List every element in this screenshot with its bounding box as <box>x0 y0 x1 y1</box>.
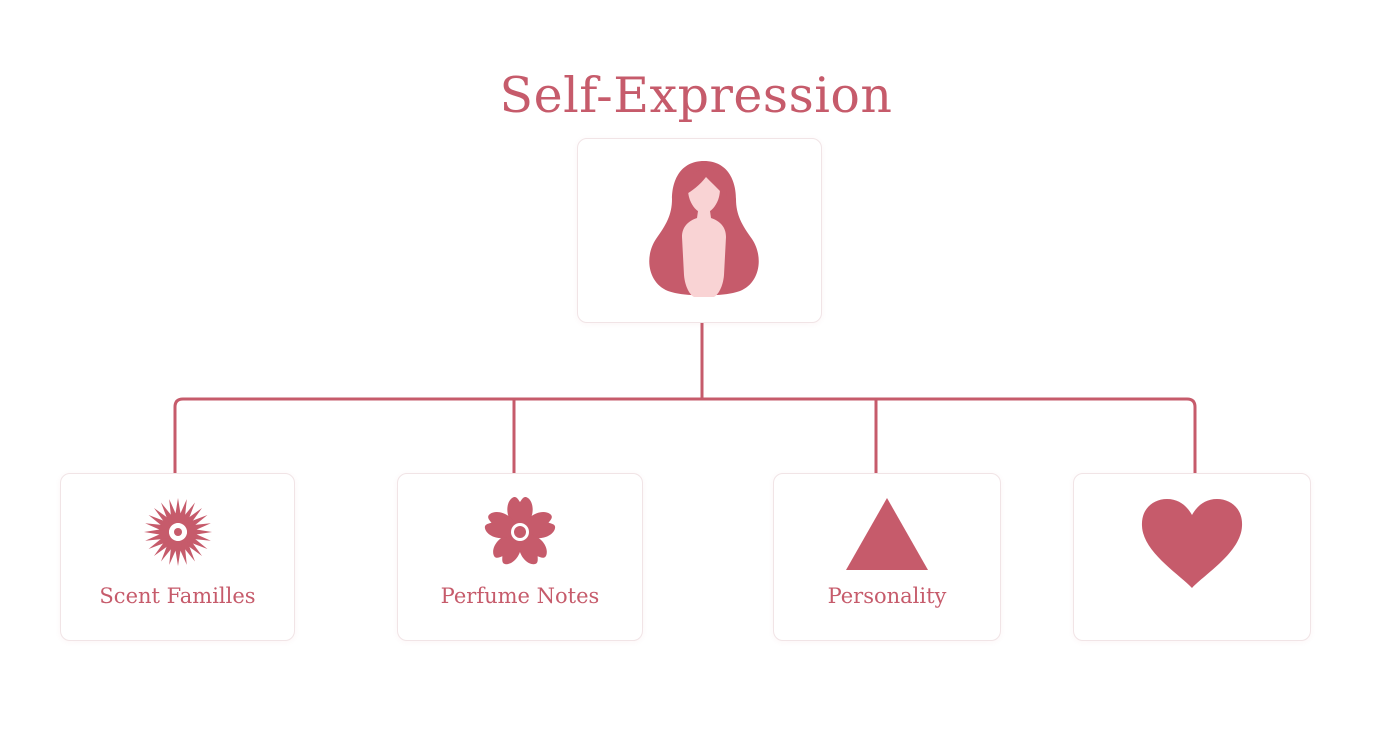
child-label-personality: Personality <box>827 584 947 608</box>
child-card-personality: Personality <box>773 473 1001 641</box>
heart-icon <box>1141 499 1243 588</box>
child-label-perfume-notes: Perfume Notes <box>440 584 600 608</box>
child-label-scent-families: Scent Familles <box>99 584 256 608</box>
starburst-flower-icon <box>143 498 212 566</box>
triangle-icon <box>846 498 928 570</box>
child-card-scent-families: Scent Familles <box>60 473 295 641</box>
child-card-heart <box>1073 473 1311 641</box>
root-card <box>577 138 822 323</box>
diagram-title: Self-Expression <box>499 67 893 124</box>
child-card-perfume-notes: Perfume Notes <box>397 473 643 641</box>
flower-icon <box>484 496 556 565</box>
woman-silhouette-icon <box>649 161 759 297</box>
connector-horizontal-bar <box>173 397 1197 473</box>
